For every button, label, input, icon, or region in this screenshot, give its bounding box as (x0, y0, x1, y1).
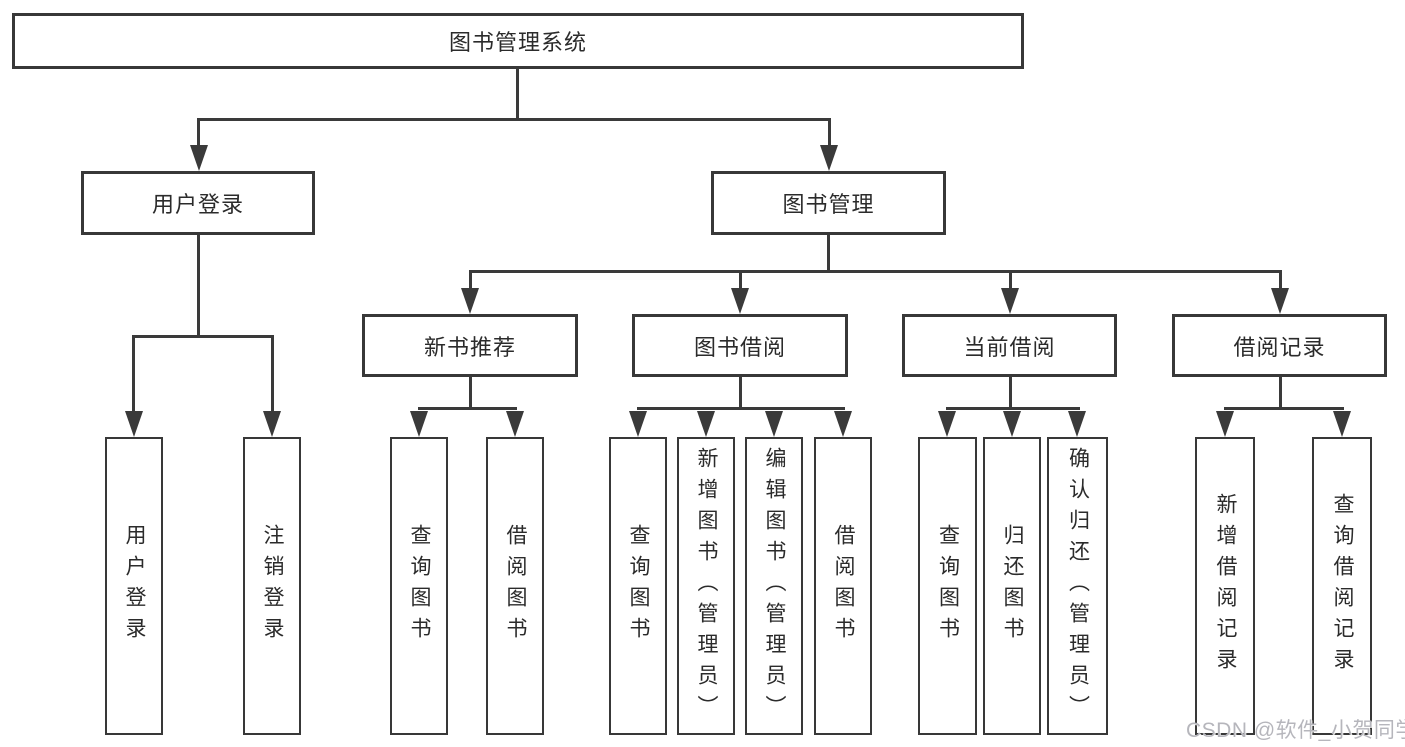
leaf-query-books-borrow: 查询图书 (609, 437, 667, 735)
leaf-user-login: 用户登录 (105, 437, 163, 735)
connector-line (637, 407, 845, 410)
leaf-add-borrow-record: 新增借阅记录 (1195, 437, 1255, 735)
node-book-borrowing: 图书借阅 (632, 314, 848, 377)
connector-line (197, 119, 200, 147)
connector-line (132, 335, 274, 338)
connector-line (469, 271, 472, 289)
leaf-confirm-return-admin: 确认归还（管理员） (1047, 437, 1108, 735)
node-borrowing-records: 借阅记录 (1172, 314, 1387, 377)
connector-line (469, 377, 472, 409)
arrow-down-icon (1333, 411, 1351, 437)
arrow-down-icon (263, 411, 281, 437)
connector-line (1009, 377, 1012, 409)
connector-line (197, 235, 200, 336)
connector-line (132, 336, 135, 412)
leaf-query-books-current: 查询图书 (918, 437, 977, 735)
arrow-down-icon (1271, 288, 1289, 314)
arrow-down-icon (731, 288, 749, 314)
watermark: CSDN @软件_小贺同学 (1186, 719, 1405, 742)
arrow-down-icon (629, 411, 647, 437)
leaf-query-books-recommend: 查询图书 (390, 437, 448, 735)
arrow-down-icon (461, 288, 479, 314)
arrow-down-icon (410, 411, 428, 437)
arrow-down-icon (506, 411, 524, 437)
connector-line (418, 407, 517, 410)
arrow-down-icon (765, 411, 783, 437)
connector-line (1224, 407, 1344, 410)
arrow-down-icon (1068, 411, 1086, 437)
leaf-borrow-books: 借阅图书 (814, 437, 872, 735)
connector-line (827, 235, 830, 271)
connector-line (828, 119, 831, 147)
connector-line (739, 271, 742, 289)
node-new-book-recommendation: 新书推荐 (362, 314, 578, 377)
arrow-down-icon (697, 411, 715, 437)
leaf-query-borrow-record: 查询借阅记录 (1312, 437, 1372, 735)
leaf-logout: 注销登录 (243, 437, 301, 735)
arrow-down-icon (1001, 288, 1019, 314)
arrow-down-icon (820, 145, 838, 171)
arrow-down-icon (834, 411, 852, 437)
connector-line (1009, 271, 1012, 289)
node-book-management: 图书管理 (711, 171, 946, 235)
arrow-down-icon (938, 411, 956, 437)
connector-line (946, 407, 1080, 410)
leaf-borrow-books-recommend: 借阅图书 (486, 437, 544, 735)
connector-line (739, 377, 742, 409)
connector-line (271, 336, 274, 412)
arrow-down-icon (125, 411, 143, 437)
arrow-down-icon (190, 145, 208, 171)
node-user-login: 用户登录 (81, 171, 315, 235)
connector-line (516, 68, 519, 120)
connector-line (1279, 377, 1282, 409)
connector-line (1279, 271, 1282, 289)
node-current-borrowing: 当前借阅 (902, 314, 1117, 377)
leaf-return-books: 归还图书 (983, 437, 1041, 735)
connector-line (197, 118, 831, 121)
leaf-add-books-admin: 新增图书（管理员） (677, 437, 735, 735)
connector-line (469, 270, 1282, 273)
arrow-down-icon (1003, 411, 1021, 437)
arrow-down-icon (1216, 411, 1234, 437)
leaf-edit-books-admin: 编辑图书（管理员） (745, 437, 803, 735)
node-library-management-system: 图书管理系统 (12, 13, 1024, 69)
